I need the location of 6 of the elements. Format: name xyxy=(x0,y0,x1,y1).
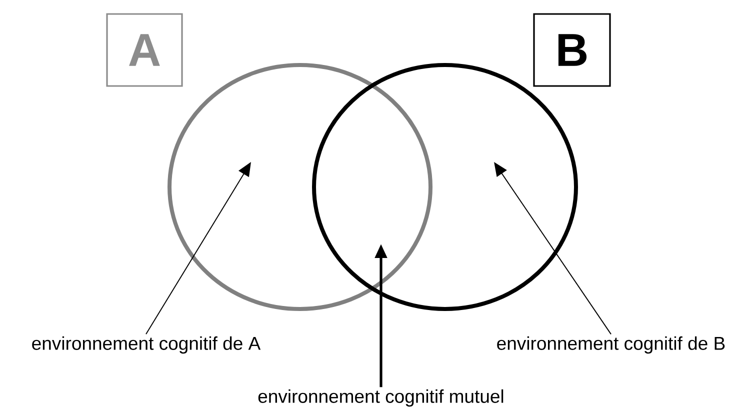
ellipse xyxy=(168,63,432,311)
caption-text: environnement cognitif mutuel xyxy=(258,389,504,407)
caption-text: environnement cognitif de A xyxy=(32,336,261,354)
caption-text: environnement cognitif de B xyxy=(497,336,725,354)
letter-box: A xyxy=(106,13,183,87)
letter-box: B xyxy=(533,13,611,87)
